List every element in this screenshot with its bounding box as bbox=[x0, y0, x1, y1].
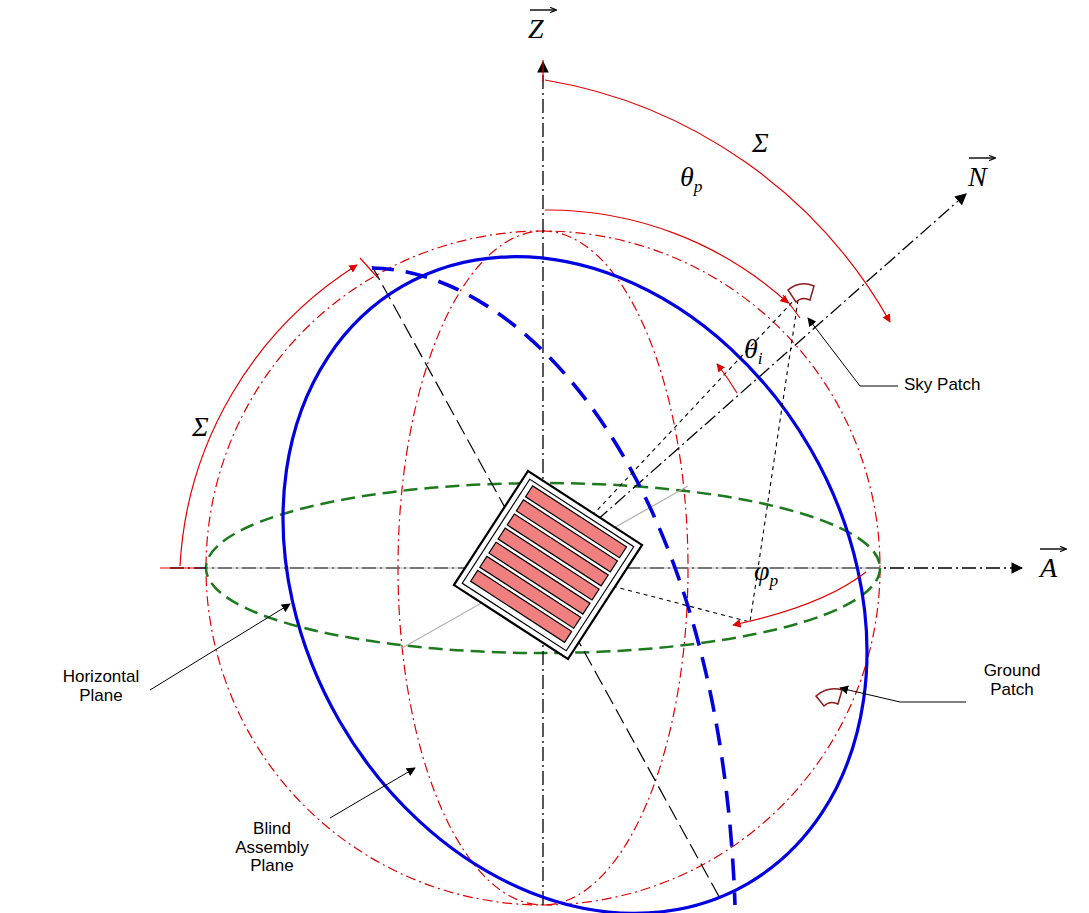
theta-i-arc bbox=[717, 364, 737, 393]
horizontal-plane bbox=[206, 483, 880, 653]
blind-slat bbox=[471, 570, 572, 642]
tick bbox=[360, 258, 378, 278]
vector-arrow bbox=[1040, 548, 1066, 549]
leader-line bbox=[150, 604, 290, 690]
n-axis bbox=[543, 194, 966, 568]
ground-patch bbox=[816, 689, 842, 706]
tick bbox=[542, 60, 543, 82]
leader-line bbox=[840, 688, 966, 702]
axis-label: Z bbox=[528, 14, 544, 45]
callout-label: Ground Patch bbox=[972, 662, 1052, 699]
sigma-arc bbox=[545, 80, 890, 322]
axis-label: A bbox=[1040, 553, 1057, 584]
angle-label: θi bbox=[744, 334, 763, 368]
sky-patch bbox=[788, 284, 814, 302]
vector-arrow bbox=[530, 9, 556, 10]
sigma-arc bbox=[180, 265, 357, 566]
angle-label: Σ bbox=[752, 128, 769, 159]
theta-p-arc bbox=[545, 210, 788, 303]
angle-label: Σ bbox=[192, 412, 209, 443]
leader-line bbox=[808, 318, 898, 386]
plane-diameter bbox=[372, 266, 722, 902]
blind-plane-meridian bbox=[372, 268, 735, 905]
angle-label: θp bbox=[680, 162, 702, 196]
phi-p-arc bbox=[733, 572, 866, 625]
vector-arrow bbox=[969, 157, 995, 158]
callout-label: Sky Patch bbox=[904, 376, 981, 395]
callout-label: Horizontal Plane bbox=[56, 668, 146, 705]
leader-line bbox=[330, 768, 415, 818]
callout-label: Blind Assembly Plane bbox=[222, 820, 322, 876]
blind-assembly bbox=[454, 471, 642, 659]
blind-plane-circle bbox=[167, 150, 983, 913]
tick bbox=[160, 567, 200, 568]
axis-label: N bbox=[968, 162, 987, 193]
angle-label: φp bbox=[754, 556, 778, 590]
